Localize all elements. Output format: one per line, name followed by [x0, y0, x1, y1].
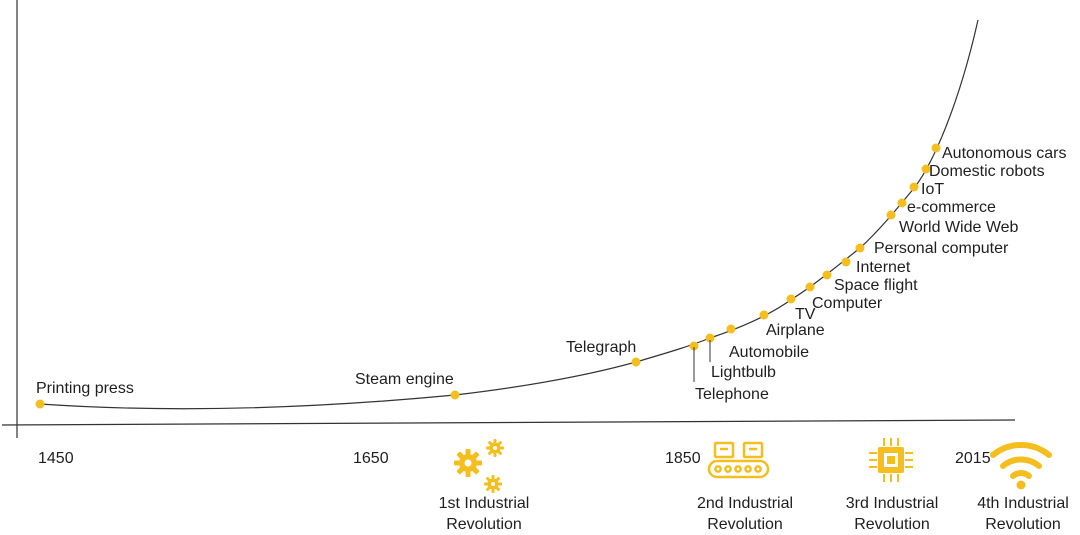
marker-iot [909, 182, 919, 192]
marker-e-commerce [897, 198, 907, 208]
label-autonomous-cars: Autonomous cars [942, 145, 1067, 162]
rev4-label-line2: Revolution [985, 516, 1061, 533]
marker-steam-engine [450, 390, 460, 400]
label-computer: Computer [812, 295, 883, 312]
marker-space-flight [822, 270, 832, 280]
marker-internet [841, 257, 851, 267]
marker-computer [805, 282, 815, 292]
marker-telephone [689, 341, 699, 351]
invention-markers [35, 143, 941, 409]
x-axis [1, 419, 1016, 426]
label-e-commerce: e-commerce [907, 199, 996, 216]
label-iot: IoT [921, 181, 944, 198]
label-steam-engine: Steam engine [355, 371, 454, 388]
rev2-label-line1: 2nd Industrial [697, 495, 793, 512]
label-telegraph: Telegraph [566, 339, 636, 356]
rev3-label-line1: 3rd Industrial [846, 495, 939, 512]
conveyor-belt-icon [707, 441, 770, 479]
marker-world-wide-web [886, 210, 896, 220]
marker-automobile [726, 324, 736, 334]
label-space-flight: Space flight [834, 277, 918, 294]
rev4-label-line1: 4th Industrial [977, 495, 1069, 512]
gears-icon [454, 439, 504, 493]
rev1-label-line2: Revolution [446, 516, 522, 533]
wifi-dot [1016, 480, 1026, 490]
year-2015: 2015 [955, 450, 991, 467]
growth-curve [39, 19, 979, 410]
marker-personal-computer [855, 243, 865, 253]
label-domestic-robots: Domestic robots [929, 163, 1045, 180]
label-personal-computer: Personal computer [874, 240, 1009, 257]
microchip-icon [869, 438, 913, 482]
marker-tv [786, 294, 796, 304]
rev3-label-line2: Revolution [854, 516, 930, 533]
label-lightbulb: Lightbulb [711, 364, 776, 381]
wifi-icon [990, 442, 1052, 479]
rev2-label-line2: Revolution [707, 516, 783, 533]
label-printing-press: Printing press [36, 380, 134, 397]
label-telephone: Telephone [695, 386, 769, 403]
year-1850: 1850 [665, 450, 701, 467]
label-airplane: Airplane [766, 322, 825, 339]
marker-lightbulb [705, 333, 715, 343]
rev1-label-line1: 1st Industrial [439, 495, 530, 512]
marker-autonomous-cars [931, 143, 941, 153]
year-1650: 1650 [353, 450, 389, 467]
marker-printing-press [35, 399, 45, 409]
marker-airplane [759, 310, 769, 320]
label-internet: Internet [856, 259, 911, 276]
label-tv: TV [795, 306, 816, 323]
year-1450: 1450 [38, 450, 74, 467]
label-world-wide-web: World Wide Web [899, 219, 1019, 236]
marker-telegraph [631, 357, 641, 367]
marker-domestic-robots [921, 164, 931, 174]
label-automobile: Automobile [729, 344, 809, 361]
